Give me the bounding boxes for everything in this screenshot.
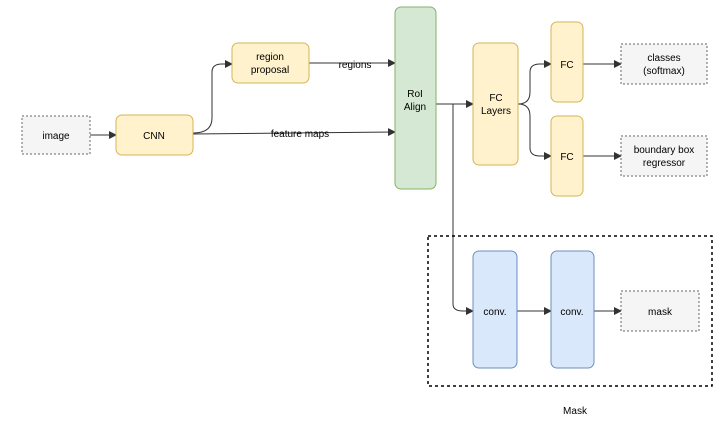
node-image-label: image [42, 131, 70, 142]
node-fc-layers-label-1: FC [489, 93, 502, 104]
edges [90, 59, 622, 315]
mask-group-border [427, 235, 713, 387]
node-region-proposal: region proposal [231, 42, 310, 84]
node-mask: mask [620, 290, 700, 332]
node-fc-bottom: FC [550, 115, 584, 197]
node-cnn-label: CNN [143, 131, 165, 142]
node-conv2-label: conv. [560, 307, 583, 318]
node-classes-label-2: (softmax) [643, 66, 685, 77]
node-roi-align-label-2: Align [404, 102, 426, 113]
node-cnn: CNN [115, 114, 194, 156]
node-fc-layers: FC Layers [472, 42, 519, 166]
mask-group-label: Mask [563, 406, 588, 417]
node-fc-bottom-label: FC [560, 152, 573, 163]
node-conv2: conv. [550, 250, 595, 369]
edge-fc-layers-to-fc-bottom [517, 103, 552, 160]
node-fc-top-label: FC [560, 60, 573, 71]
node-mask-label: mask [648, 307, 673, 318]
node-classes: classes (softmax) [620, 43, 708, 85]
node-roi-align-label-1: RoI [407, 89, 423, 100]
edge-roi-align-to-conv1 [452, 104, 474, 315]
node-bbox-regressor-label-1: boundary box [634, 145, 695, 156]
node-fc-top: FC [550, 21, 584, 103]
node-roi-align: RoI Align [394, 6, 437, 190]
edge-label-feature-maps: feature maps [271, 129, 329, 140]
node-region-proposal-label-2: proposal [251, 65, 289, 76]
edge-cnn-to-roi-align [192, 128, 396, 137]
edge-cnn-to-region-proposal [192, 60, 233, 134]
node-fc-layers-label-2: Layers [481, 106, 511, 117]
edge-fc-layers-to-fc-top [517, 60, 552, 105]
node-bbox-regressor-label-2: regressor [643, 158, 686, 169]
node-conv1-label: conv. [483, 307, 506, 318]
node-classes-label-1: classes [647, 53, 680, 64]
node-image: image [21, 115, 91, 155]
edge-label-regions: regions [339, 60, 372, 71]
node-conv1: conv. [472, 250, 518, 369]
node-region-proposal-label-1: region [256, 52, 284, 63]
node-bbox-regressor: boundary box regressor [620, 135, 708, 177]
